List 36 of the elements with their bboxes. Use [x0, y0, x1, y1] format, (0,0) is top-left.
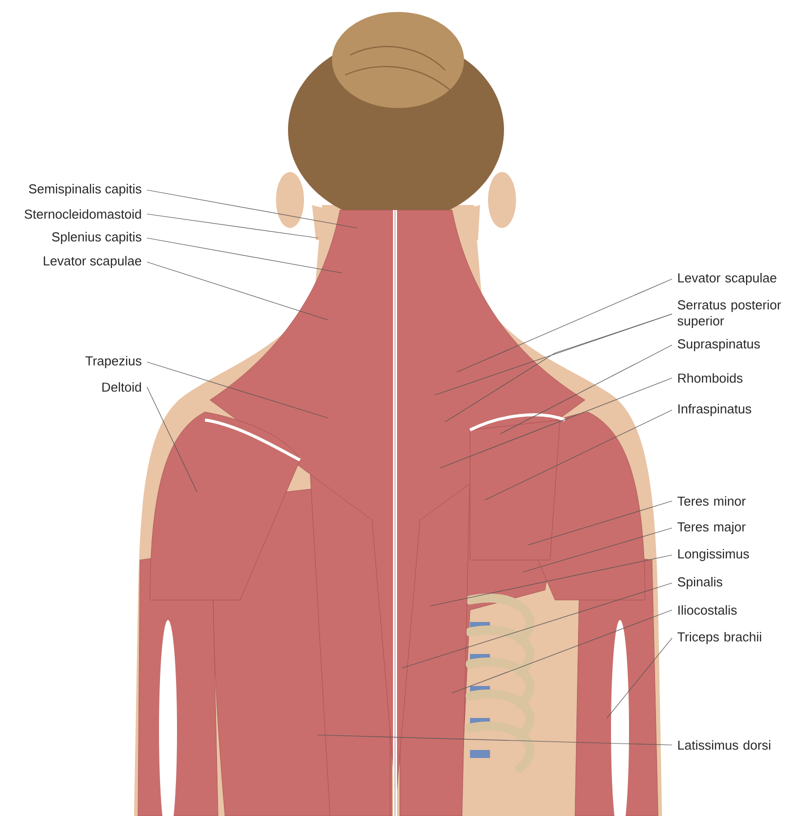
leader-line [146, 190, 358, 228]
leader-line [484, 410, 672, 500]
leader-line [146, 214, 318, 238]
leader-line [444, 314, 672, 422]
leader-line [452, 610, 672, 694]
muscle-label: Iliocostalis [678, 605, 737, 615]
muscle-label: Semispinalis capitis [28, 184, 142, 196]
leader-line [522, 528, 672, 572]
muscle-label: Sternocleidomastoid [24, 209, 141, 219]
muscle-label: Teres minor [678, 496, 746, 506]
leader-line [606, 638, 672, 718]
leader-line [440, 378, 672, 468]
muscle-label: Serratus posterior superior [678, 300, 782, 328]
muscle-label: Infraspinatus [678, 404, 752, 416]
muscle-label: Deltoid [102, 382, 141, 392]
muscle-label: Levator scapulae [44, 256, 142, 268]
leader-line [318, 734, 672, 746]
leader-line [146, 362, 328, 418]
muscle-label: Latissimus dorsi [678, 740, 770, 750]
muscle-label: Trapezius [86, 356, 142, 368]
leader-line [456, 278, 672, 372]
muscle-label: Levator scapulae [678, 272, 776, 286]
muscle-label: Splenius capitis [52, 232, 142, 244]
leader-line [146, 262, 328, 320]
leader-line [500, 344, 672, 434]
muscle-label: Triceps brachii [678, 632, 762, 644]
leader-line [402, 582, 672, 668]
muscle-label: Supraspinatus [678, 338, 760, 352]
muscle-label: Spinalis [678, 576, 722, 590]
leader-line [528, 500, 672, 546]
muscle-label: Longissimus [678, 548, 749, 562]
leader-line [430, 554, 672, 606]
muscle-label: Rhomboids [678, 373, 742, 383]
leader-line [146, 238, 342, 274]
leader-line [146, 386, 198, 492]
muscle-label: Teres major [678, 522, 746, 534]
